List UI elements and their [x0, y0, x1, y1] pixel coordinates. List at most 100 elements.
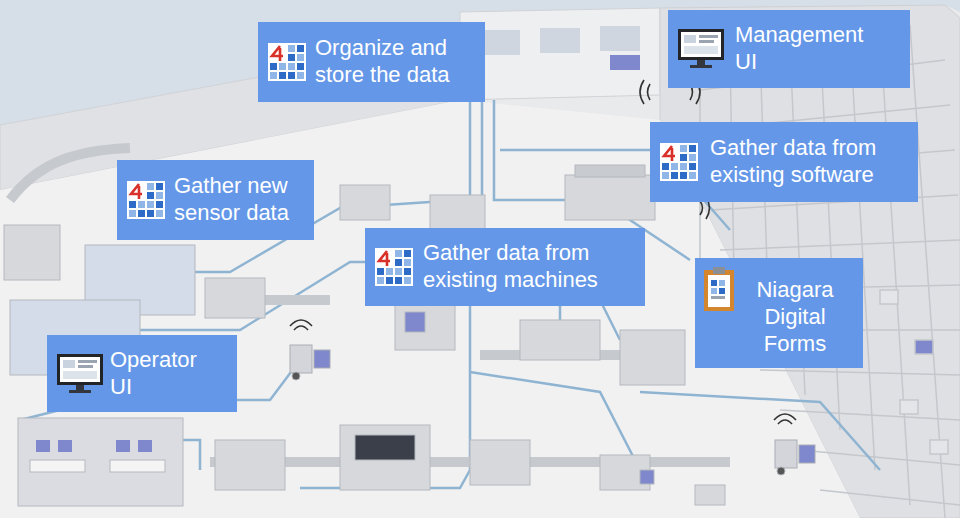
logo-icon	[270, 63, 277, 70]
callout-box: Gather new sensor data	[117, 160, 314, 240]
production-machine	[4, 165, 725, 505]
clipboard-icon	[719, 280, 725, 286]
logo-icon	[127, 181, 165, 219]
logo-icon	[272, 46, 283, 61]
logo-icon	[395, 259, 402, 266]
logo-icon	[689, 172, 696, 179]
clipboard-icon	[711, 280, 717, 286]
monitor-icon	[69, 390, 91, 393]
building	[540, 28, 580, 53]
logo-icon	[129, 201, 136, 208]
wireless-signal	[290, 320, 312, 330]
production-machine	[520, 320, 600, 360]
logo-icon	[268, 43, 306, 81]
clipboard-icon	[719, 288, 725, 294]
forklift	[290, 345, 312, 373]
logo-icon	[689, 163, 696, 170]
logo-icon	[377, 268, 384, 275]
logo-icon	[689, 145, 696, 152]
production-machine	[355, 435, 415, 460]
callout-box: Gather data from existing machines	[365, 228, 645, 306]
production-machine	[620, 330, 685, 385]
callout-text: Gather data from existing machines	[423, 240, 633, 294]
logo-icon	[375, 248, 413, 286]
logo-icon	[147, 210, 154, 217]
monitor-icon	[681, 32, 721, 57]
production-machine	[395, 305, 455, 350]
production-machine	[575, 165, 645, 177]
logo-icon	[404, 268, 411, 275]
production-machine	[695, 485, 725, 505]
control-room	[18, 418, 183, 506]
monitor-icon	[57, 354, 103, 394]
callout-text: Management UI	[735, 22, 875, 76]
logo-icon	[129, 210, 136, 217]
logo-icon	[156, 183, 163, 190]
callout-text: Gather new sensor data	[174, 173, 302, 227]
callout-text: Organize and store the data	[315, 35, 473, 89]
logo-icon	[680, 172, 687, 179]
production-machine	[405, 312, 425, 332]
logo-icon	[127, 181, 165, 219]
logo-icon	[297, 45, 304, 52]
wireless-signal	[774, 414, 796, 424]
callout-box: Organize and store the data	[258, 22, 485, 102]
clipboard-icon	[713, 267, 725, 274]
forklift	[775, 440, 797, 468]
monitor-icon	[678, 29, 724, 69]
callout-text-group: Operator UI	[110, 347, 210, 401]
logo-icon	[660, 143, 698, 181]
callout-text: Niagara Digital Forms	[739, 277, 851, 357]
logo-icon	[268, 43, 306, 81]
logo-icon	[395, 268, 402, 275]
logo-icon	[147, 192, 154, 199]
building	[600, 26, 640, 51]
monitor-icon	[690, 65, 712, 68]
forklift	[314, 350, 330, 368]
clipboard-icon	[708, 275, 730, 307]
clipboard-icon	[704, 270, 734, 311]
monitor-icon	[57, 354, 103, 385]
control-room	[36, 440, 50, 452]
logo-icon	[138, 210, 145, 217]
callout-box: Gather data from existing software	[650, 122, 918, 202]
forklift	[292, 372, 300, 380]
production-machine	[340, 425, 430, 490]
callout-text-group: Gather data from existing software	[710, 135, 906, 189]
monitor-icon	[78, 365, 93, 368]
monitor-icon	[699, 35, 718, 38]
control-room	[58, 440, 72, 452]
logo-icon	[395, 250, 402, 257]
logo-icon	[671, 163, 678, 170]
logo-icon	[297, 63, 304, 70]
callout-text-group: Niagara Digital Forms	[739, 277, 851, 357]
control-room	[30, 460, 85, 472]
logo-icon	[404, 277, 411, 284]
conveyor	[10, 148, 130, 200]
logo-icon	[288, 63, 295, 70]
logo-icon	[138, 201, 145, 208]
callout-box: Niagara Digital Forms	[695, 258, 863, 368]
monitor-icon	[684, 46, 718, 54]
production-machine	[4, 225, 60, 280]
logo-icon	[680, 154, 687, 161]
logo-icon	[662, 172, 669, 179]
logo-icon	[147, 201, 154, 208]
forklift	[799, 445, 815, 463]
logo-icon	[279, 72, 286, 79]
logo-icon	[660, 143, 698, 181]
monitor-icon	[697, 60, 705, 65]
building	[610, 55, 640, 70]
callout-text: Gather data from existing software	[710, 135, 906, 189]
clipboard-icon	[711, 288, 717, 294]
logo-icon	[377, 277, 384, 284]
logo-icon	[288, 45, 295, 52]
monitor-icon	[684, 35, 696, 43]
callout-box: Management UI	[668, 10, 910, 88]
logo-icon	[297, 54, 304, 61]
monitor-icon	[63, 371, 97, 379]
logo-icon	[297, 72, 304, 79]
logo-icon	[662, 163, 669, 170]
